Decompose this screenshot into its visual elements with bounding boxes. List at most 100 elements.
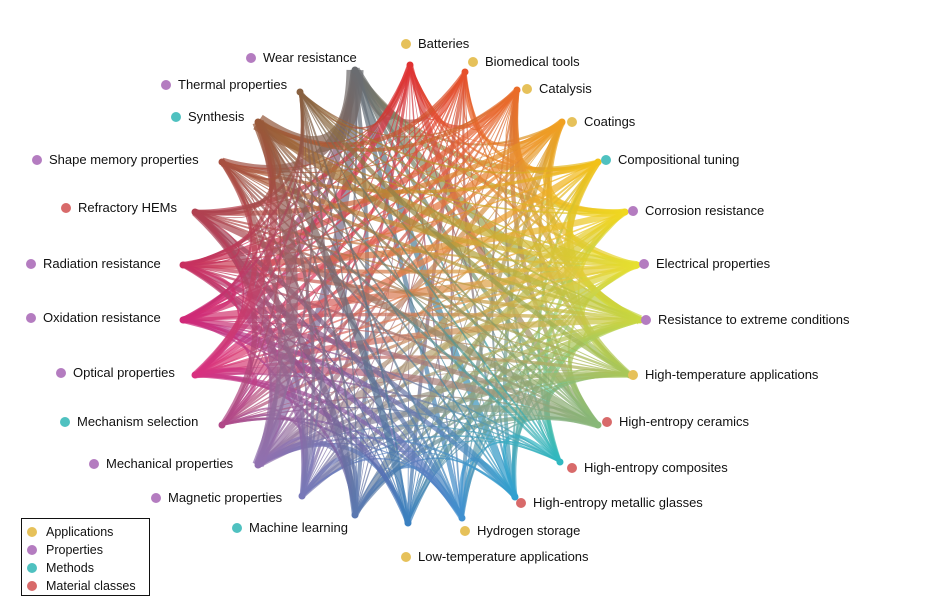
edge	[221, 91, 307, 426]
node-label-text: Thermal properties	[178, 77, 288, 92]
node-label-text: Magnetic properties	[168, 490, 283, 505]
node-label-magnetic-properties: Magnetic properties	[151, 490, 282, 506]
edge	[299, 91, 599, 426]
node-label-text: Radiation resistance	[43, 256, 161, 271]
category-dot-icon	[26, 259, 36, 269]
node-label-refractory-hems: Refractory HEMs	[61, 200, 177, 216]
node-label-mechanism-selection: Mechanism selection	[60, 414, 198, 430]
edge	[299, 91, 599, 174]
category-dot-icon	[60, 417, 70, 427]
node-label-text: Synthesis	[188, 109, 245, 124]
category-dot-icon	[401, 39, 411, 49]
node-label-high-entropy-metallic-glasses: High-entropy metallic glasses	[516, 495, 703, 511]
material-classes-dot-icon	[27, 581, 37, 591]
node-label-synthesis: Synthesis	[171, 109, 244, 125]
node-label-coatings: Coatings	[567, 114, 635, 130]
node-label-text: Mechanism selection	[77, 414, 199, 429]
node-anchor	[298, 492, 306, 500]
node-label-text: Shape memory properties	[49, 152, 199, 167]
node-label-text: Oxidation resistance	[43, 310, 161, 325]
node-anchor	[461, 68, 469, 76]
category-dot-icon	[628, 206, 638, 216]
node-anchor	[351, 511, 359, 519]
legend-item-properties: Properties	[27, 541, 149, 559]
node-label-text: High-entropy ceramics	[619, 414, 750, 429]
category-dot-icon	[56, 368, 66, 378]
node-label-catalysis: Catalysis	[522, 81, 592, 97]
node-anchor	[218, 158, 226, 166]
node-anchor	[633, 261, 641, 269]
node-label-radiation-resistance: Radiation resistance	[26, 256, 161, 272]
node-anchor	[191, 208, 199, 216]
category-dot-icon	[460, 526, 470, 536]
node-label-text: High-entropy composites	[584, 460, 728, 475]
edge	[299, 91, 357, 516]
node-anchor	[191, 371, 199, 379]
node-label-text: Low-temperature applications	[418, 549, 589, 564]
category-dot-icon	[567, 463, 577, 473]
edge	[182, 211, 240, 266]
node-anchor	[296, 88, 304, 96]
node-anchor	[621, 208, 629, 216]
edge	[257, 121, 357, 516]
edge	[194, 316, 641, 378]
node-anchor	[594, 421, 602, 429]
node-label-text: Mechanical properties	[106, 456, 234, 471]
node-label-text: Corrosion resistance	[645, 203, 765, 218]
category-dot-icon	[567, 117, 577, 127]
category-dot-icon	[232, 523, 242, 533]
edge	[299, 91, 409, 524]
category-dot-icon	[628, 370, 638, 380]
node-anchor	[458, 514, 466, 522]
node-anchor	[218, 421, 226, 429]
node-anchor	[179, 316, 187, 324]
edge	[352, 209, 627, 517]
category-dot-icon	[401, 552, 411, 562]
edge	[182, 263, 236, 322]
category-dot-icon	[246, 53, 256, 63]
node-label-high-temperature-applications: High-temperature applications	[628, 367, 818, 383]
node-label-batteries: Batteries	[401, 36, 469, 52]
node-anchor	[254, 461, 262, 469]
node-label-text: Resistance to extreme conditions	[658, 312, 850, 327]
node-anchor	[179, 261, 187, 269]
node-anchor	[556, 458, 564, 466]
edge	[194, 121, 276, 216]
edge	[300, 372, 631, 499]
node-label-optical-properties: Optical properties	[56, 365, 175, 381]
node-label-corrosion-resistance: Corrosion resistance	[628, 203, 764, 219]
node-anchor	[513, 86, 521, 94]
node-anchor	[404, 519, 412, 527]
node-label-high-entropy-ceramics: High-entropy ceramics	[602, 414, 749, 430]
node-label-shape-memory-properties: Shape memory properties	[32, 152, 199, 168]
node-label-text: Machine learning	[249, 520, 349, 535]
category-dot-icon	[32, 155, 42, 165]
legend-item-applications: Applications	[27, 523, 149, 541]
legend-item-material-classes: Material classes	[27, 577, 149, 595]
node-label-biomedical-tools: Biomedical tools	[468, 54, 580, 70]
edge	[194, 161, 256, 219]
node-label-text: Coatings	[584, 114, 636, 129]
category-dot-icon	[601, 155, 611, 165]
node-label-electrical-properties: Electrical properties	[639, 256, 770, 272]
node-label-high-entropy-composites: High-entropy composites	[567, 460, 728, 476]
node-label-text: Refractory HEMs	[78, 200, 177, 215]
category-dot-icon	[522, 84, 532, 94]
edge	[299, 89, 518, 138]
legend-item-methods: Methods	[27, 559, 149, 577]
category-dot-icon	[602, 417, 612, 427]
edge	[299, 91, 641, 321]
node-label-wear-resistance: Wear resistance	[246, 50, 357, 66]
node-label-text: Wear resistance	[263, 50, 357, 65]
node-label-text: Compositional tuning	[618, 152, 740, 167]
node-label-text: Biomedical tools	[485, 54, 580, 69]
node-label-machine-learning: Machine learning	[232, 520, 348, 536]
edge	[299, 91, 626, 213]
applications-dot-icon	[27, 527, 37, 537]
node-label-text: Catalysis	[539, 81, 592, 96]
node-label-resistance-to-extreme-conditions: Resistance to extreme conditions	[641, 312, 849, 328]
node-anchor	[594, 158, 602, 166]
category-dot-icon	[639, 259, 649, 269]
category-dot-icon	[641, 315, 651, 325]
